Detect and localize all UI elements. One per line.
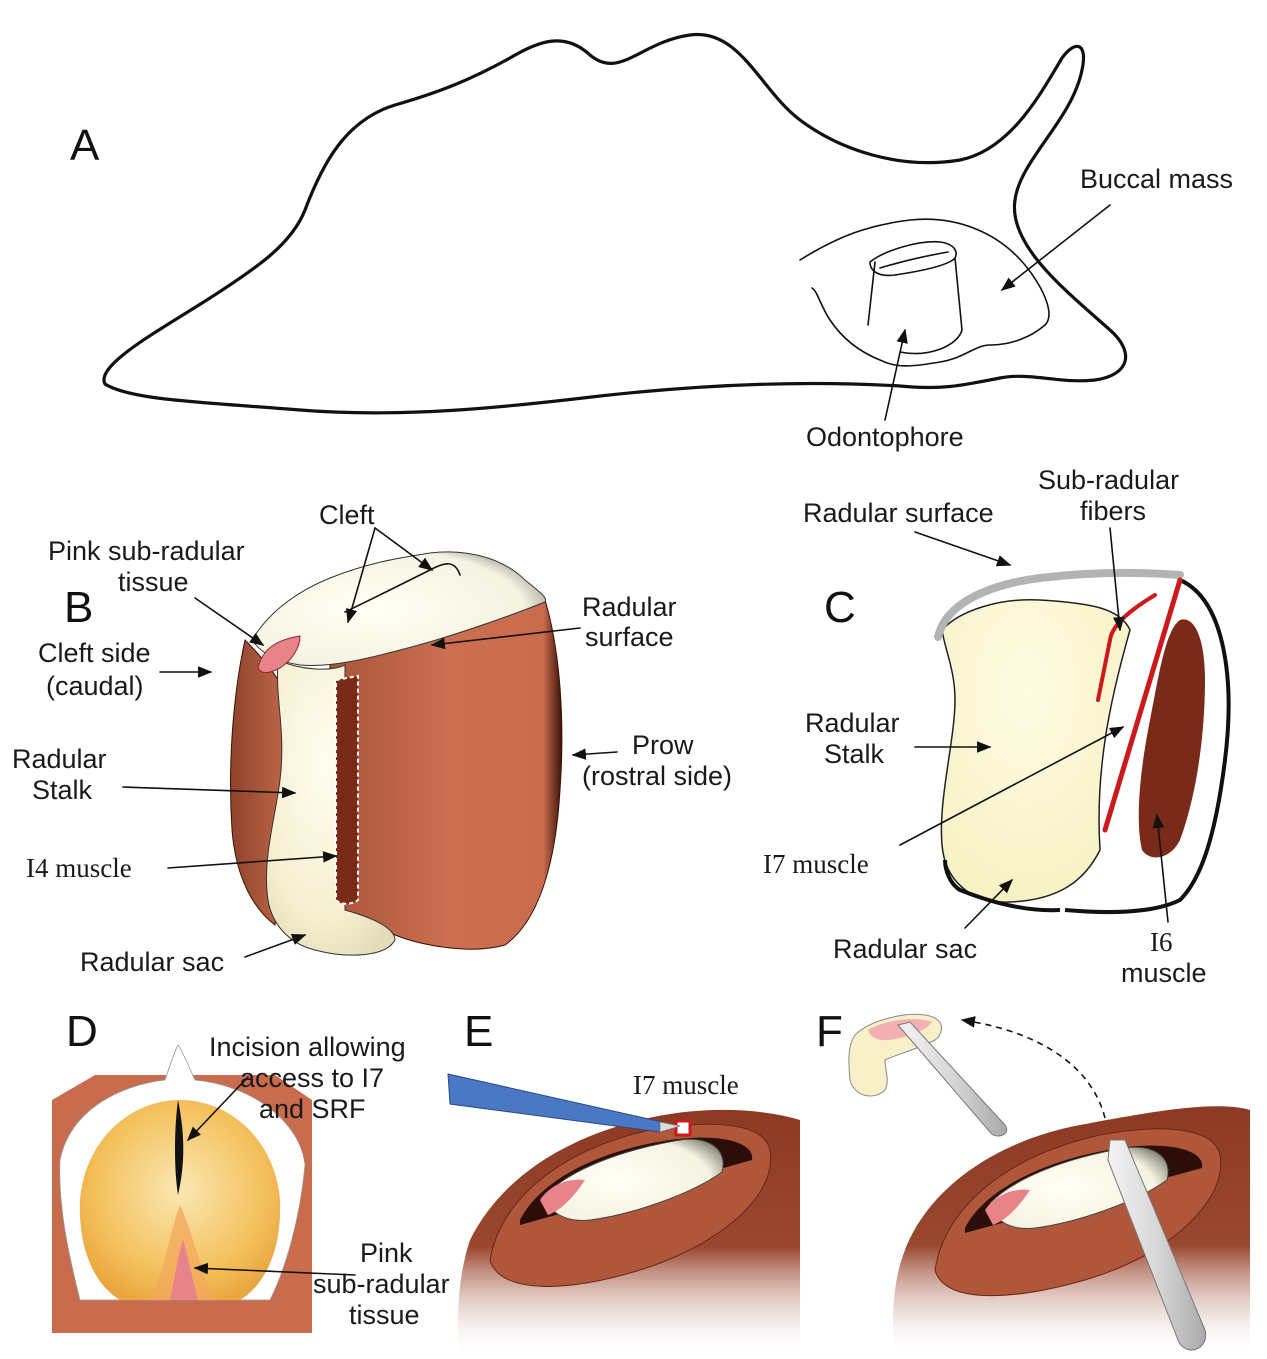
label-prow-2: (rostral side) xyxy=(582,761,732,791)
animal-outline xyxy=(104,34,1126,412)
label-radular-sac: Radular sac xyxy=(80,947,224,977)
label-odontophore: Odontophore xyxy=(806,422,964,452)
panel-a: A Buccal mass Odontophore xyxy=(70,34,1233,452)
panel-f: F xyxy=(816,1007,1250,1359)
arrow-radular-sac xyxy=(245,935,305,957)
label-radular-stalk-2: Stalk xyxy=(32,775,93,805)
label-c-stalk-1: Radular xyxy=(805,708,900,738)
panel-e-letter: E xyxy=(464,1007,493,1056)
panel-a-letter: A xyxy=(70,121,100,170)
label-e-i7: I7 muscle xyxy=(633,1070,739,1100)
e-incision-red xyxy=(676,1121,690,1135)
panel-e: E I7 muscle xyxy=(448,1007,800,1359)
panel-b: B Cleft Pink sub-radular tissue Cleft si… xyxy=(12,500,732,977)
arrow-prow xyxy=(573,752,617,755)
arrow-pink-tissue xyxy=(195,598,263,645)
f-small-probe xyxy=(898,1022,1007,1136)
label-buccal-mass: Buccal mass xyxy=(1080,164,1233,194)
panel-c: C Radular surface Sub-radular fibers Rad… xyxy=(763,465,1229,988)
label-d-pink-2: sub-radular xyxy=(313,1269,450,1299)
label-d-incision-1: Incision allowing xyxy=(209,1032,406,1062)
label-pink-tissue-1: Pink sub-radular xyxy=(48,536,245,566)
label-radular-surface-2: surface xyxy=(585,622,674,652)
label-cleft: Cleft xyxy=(319,500,375,530)
label-prow-1: Prow xyxy=(632,730,694,760)
panel-c-letter: C xyxy=(824,583,856,632)
i4-slit xyxy=(336,676,358,904)
arrow-buccal-mass xyxy=(1002,205,1110,290)
c-i6-muscle xyxy=(1139,619,1205,857)
panel-b-letter: B xyxy=(64,583,93,632)
label-c-i7: I7 muscle xyxy=(763,849,869,879)
label-cleft-side-1: Cleft side xyxy=(38,638,151,668)
label-i4-muscle: I4 muscle xyxy=(26,853,132,883)
label-d-pink-3: tissue xyxy=(349,1300,420,1330)
label-c-srf-2: fibers xyxy=(1080,496,1146,526)
panel-f-letter: F xyxy=(816,1007,843,1056)
label-c-stalk-2: Stalk xyxy=(824,739,885,769)
buccal-mass-outline xyxy=(800,219,1049,366)
label-d-incision-2: access to I7 xyxy=(240,1063,384,1093)
label-c-srf-1: Sub-radular xyxy=(1038,465,1179,495)
arrow-c-radular-surface xyxy=(915,532,1010,565)
panel-d: D Incision allowing access to I7 and SRF… xyxy=(52,1007,450,1333)
label-c-sac: Radular sac xyxy=(833,934,977,964)
arrow-odontophore xyxy=(885,330,905,420)
label-cleft-side-2: (caudal) xyxy=(46,671,144,701)
label-d-pink-1: Pink xyxy=(360,1238,413,1268)
label-c-i6-2: muscle xyxy=(1121,958,1207,988)
label-c-i6-1: I6 xyxy=(1150,927,1173,957)
label-radular-surface-1: Radular xyxy=(582,592,677,622)
label-radular-stalk-1: Radular xyxy=(12,744,107,774)
label-c-radular-surface: Radular surface xyxy=(803,498,994,528)
e-scalpel-blue xyxy=(448,1074,662,1132)
c-radular-stalk xyxy=(941,600,1130,902)
label-pink-tissue-2: tissue xyxy=(118,567,189,597)
label-d-incision-3: and SRF xyxy=(259,1094,366,1124)
panel-d-letter: D xyxy=(66,1007,98,1056)
